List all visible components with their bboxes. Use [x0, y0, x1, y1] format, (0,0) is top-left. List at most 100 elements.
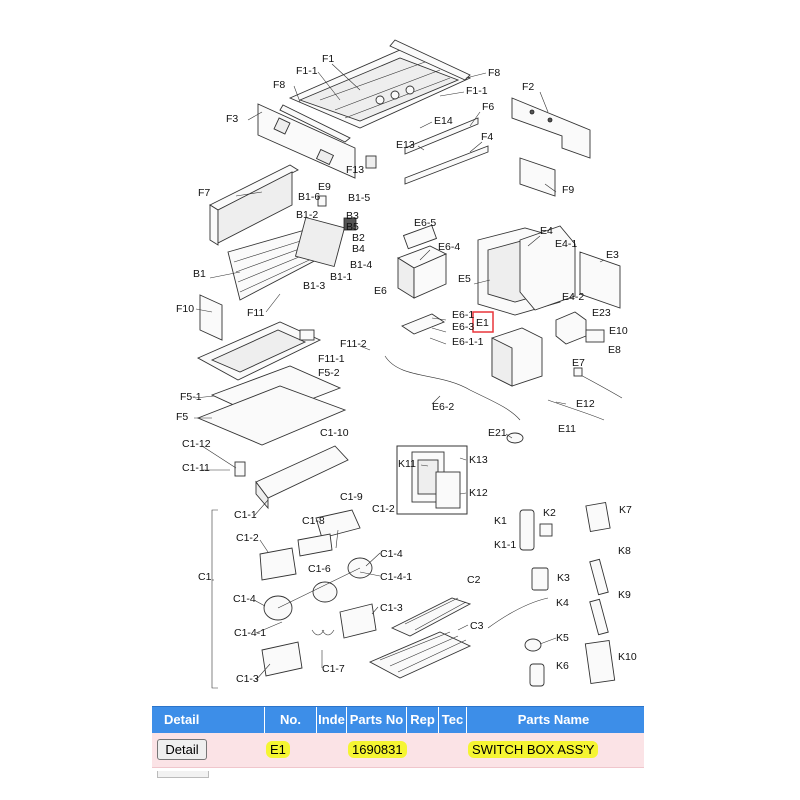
leader-line	[235, 191, 263, 197]
diagram-label: F7	[198, 187, 210, 199]
header-tec[interactable]: Tec	[438, 707, 466, 733]
part-c2-c3-grids	[368, 597, 472, 679]
diagram-label: C1-4-1	[380, 571, 412, 583]
diagram-label: C1-4-1	[234, 627, 266, 639]
leader-line	[439, 91, 465, 97]
diagram-label: E11	[558, 423, 576, 435]
leader-line	[544, 183, 557, 193]
parts-name-value: SWITCH BOX ASS'Y	[468, 741, 599, 758]
cell-index	[316, 733, 346, 767]
diagram-label: C1-2	[236, 532, 259, 544]
diagram-label: F13	[346, 164, 364, 176]
diagram-label: F5	[176, 411, 188, 423]
diagram-label: C1-4	[380, 548, 403, 560]
diagram-label: K13	[469, 454, 488, 466]
leader-line	[201, 445, 237, 469]
diagram-label: K10	[618, 651, 637, 663]
header-parts-no[interactable]: Parts No	[346, 707, 406, 733]
diagram-label: E6-2	[432, 401, 454, 413]
header-detail[interactable]: Detail	[164, 712, 200, 727]
part-e5-e4-e3	[477, 225, 621, 316]
detail-button[interactable]: Detail	[157, 739, 207, 760]
leader-line	[469, 141, 483, 153]
diagram-label: E6	[374, 285, 387, 297]
header-index[interactable]: Inde	[316, 707, 346, 733]
leader-line	[335, 529, 339, 549]
diagram-label: F9	[562, 184, 574, 196]
diagram-label: F11-2	[340, 338, 367, 350]
diagram-label: E1	[476, 317, 489, 329]
part-number-value: E1	[266, 741, 290, 758]
diagram-label: B1-1	[330, 271, 352, 283]
part-f11-tray	[196, 321, 322, 381]
diagram-label: F1-1	[466, 85, 488, 97]
diagram-label: F4	[481, 131, 493, 143]
part-b1-coil	[227, 195, 357, 301]
leader-line	[195, 308, 213, 313]
leader-line	[253, 599, 266, 607]
diagram-label: K11	[398, 458, 416, 470]
diagram-label: E6-5	[414, 217, 436, 229]
diagram-label: K9	[618, 589, 631, 601]
leader-line	[209, 271, 241, 279]
diagram-label: F10	[176, 303, 194, 315]
diagram-label: B1	[193, 268, 206, 280]
diagram-label: E7	[572, 357, 585, 369]
part-f5-panels	[196, 365, 347, 446]
diagram-label: E14	[434, 115, 453, 127]
part-small-electrical	[506, 311, 623, 444]
diagram-label: C1	[198, 571, 212, 583]
part-k11-pcb-inset	[396, 445, 468, 515]
part-c1-fans	[259, 509, 377, 677]
diagram-label: E4-2	[562, 291, 584, 303]
cell-no: E1	[264, 733, 316, 767]
diagram-label: B4	[352, 243, 365, 255]
table-row[interactable]: Detail E1 1690831 SWITCH BOX ASS'Y	[152, 733, 644, 768]
part-c1-panel	[234, 445, 349, 510]
exploded-parts-diagram: F1F1-1F8F8F1-1F3F6F2E14E13F4F13F9F7B1-6E…	[176, 39, 637, 689]
part-f1-frame	[279, 39, 472, 143]
header-no[interactable]: No.	[264, 707, 316, 733]
leader-line	[420, 464, 429, 467]
diagram-label: C1-8	[302, 515, 325, 527]
diagram-label: E12	[576, 398, 595, 410]
diagram-label: E13	[396, 139, 415, 151]
leader-line	[331, 63, 361, 91]
diagram-label: B5	[346, 221, 359, 233]
diagram-label: E5	[458, 273, 471, 285]
diagram-label: B1-2	[296, 209, 318, 221]
diagram-label: F5-2	[318, 367, 340, 379]
leader-line	[194, 395, 215, 399]
cell-tec	[438, 733, 466, 767]
leader-line	[539, 637, 557, 645]
diagram-label: E3	[606, 249, 619, 261]
diagram-label: C1-3	[380, 602, 403, 614]
diagram-label: C1-12	[182, 438, 211, 450]
cell-rep	[406, 733, 438, 767]
leader-line	[417, 145, 425, 151]
leader-line	[255, 621, 283, 634]
header-rep[interactable]: Rep	[406, 707, 438, 733]
c1-group-bracket	[211, 509, 218, 689]
diagram-label: E23	[592, 307, 611, 319]
e1-highlight-box	[472, 311, 494, 333]
diagram-label: C3	[470, 620, 484, 632]
diagram-label: K3	[557, 572, 570, 584]
diagram-label: C1-6	[308, 563, 331, 575]
parts-table-header: Detail No. Inde Parts No Rep Tec Parts N…	[152, 706, 644, 733]
diagram-label: C2	[467, 574, 481, 586]
diagram-label: B1-4	[350, 259, 372, 271]
leader-line	[253, 499, 269, 517]
parts-table: Detail No. Inde Parts No Rep Tec Parts N…	[152, 706, 644, 768]
diagram-leader-lines	[194, 63, 605, 681]
leader-line	[259, 539, 269, 553]
diagram-label: F2	[522, 81, 534, 93]
partial-detail-button[interactable]	[157, 771, 209, 778]
header-parts-name[interactable]: Parts Name	[466, 707, 640, 733]
leader-line	[469, 111, 481, 127]
part-e13-f4-strips	[404, 117, 489, 185]
leader-line	[431, 317, 447, 321]
diagram-label: E10	[609, 325, 628, 337]
diagram-label: F8	[488, 67, 500, 79]
